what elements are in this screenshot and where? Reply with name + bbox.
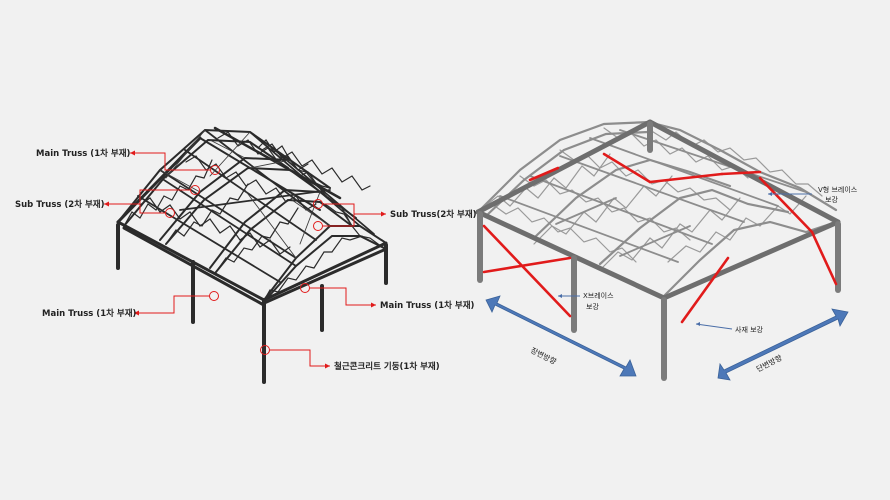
- label-main-truss-bottom-left: Main Truss (1차 부재): [42, 308, 137, 319]
- short-direction-arrow: [717, 308, 849, 381]
- label-x-brace-2: 보강: [586, 302, 599, 311]
- label-main-truss-bottom-right: Main Truss (1차 부재): [380, 300, 475, 311]
- diagonal-brace: [680, 256, 730, 324]
- label-main-truss-top: Main Truss (1차 부재): [36, 148, 131, 159]
- label-v-brace-2: 보강: [825, 195, 838, 204]
- x-brace-b: [482, 256, 572, 274]
- label-x-brace-1: X브레이스: [583, 291, 614, 300]
- label-diagonal: 사재 보강: [735, 325, 764, 334]
- label-rc-column: 철근콘크리트 기둥(1차 부재): [334, 361, 440, 372]
- direction-arrows: [485, 295, 849, 381]
- columns-right: [477, 121, 841, 381]
- label-sub-truss-left: Sub Truss (2차 부재): [15, 199, 105, 210]
- red-braces: [482, 152, 838, 324]
- right-frame-structure: [475, 119, 841, 381]
- right-leaders: [558, 192, 812, 330]
- x-brace-a: [482, 224, 572, 318]
- left-labels: Main Truss (1차 부재) Sub Truss (2차 부재) Sub…: [15, 148, 477, 372]
- label-sub-truss-right: Sub Truss(2차 부재): [390, 209, 477, 220]
- label-v-brace-1: V형 브레이스: [818, 185, 858, 194]
- long-direction-arrow: [485, 295, 637, 377]
- label-long-direction: 장변방향: [529, 345, 558, 366]
- diagonal-leader: [695, 323, 733, 330]
- rc-columns: [116, 223, 388, 384]
- left-truss-structure: [116, 126, 388, 384]
- left-callouts: [104, 150, 386, 369]
